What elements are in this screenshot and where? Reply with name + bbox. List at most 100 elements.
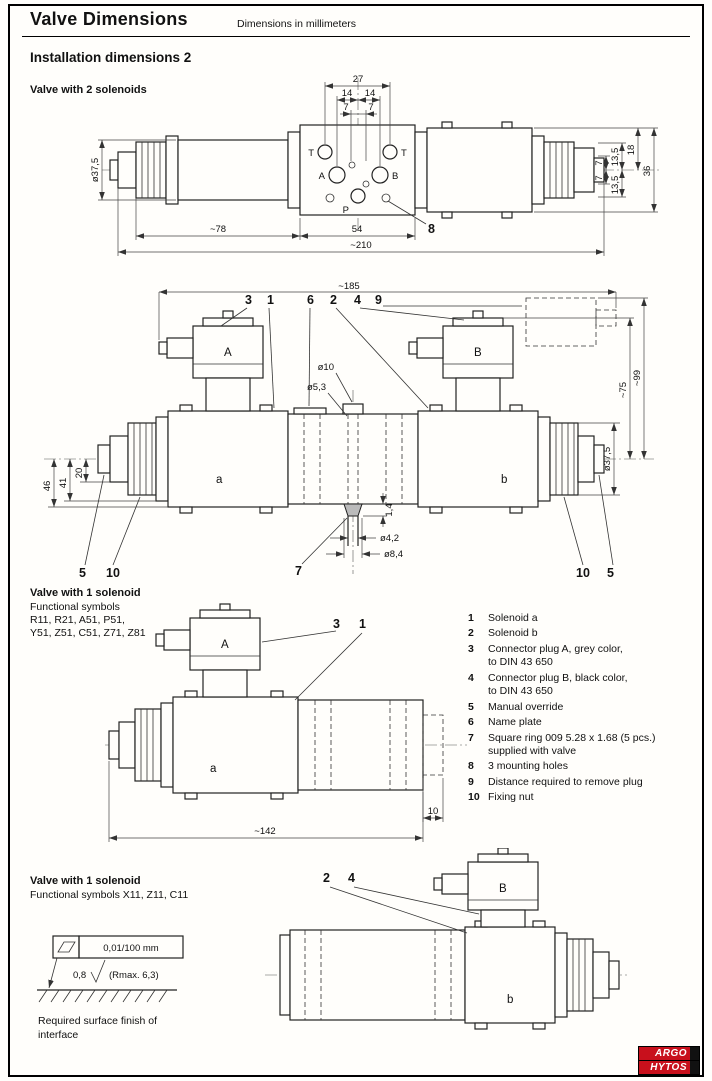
legend-number: 9 bbox=[468, 775, 474, 788]
dim-210: ~210 bbox=[350, 240, 371, 251]
callout-9: 9 bbox=[375, 293, 382, 307]
plug-a-label: A bbox=[224, 347, 232, 359]
dim-14-left: 14 bbox=[342, 88, 353, 99]
legend-text: 3 mounting holes bbox=[488, 760, 568, 773]
drawing3-subcaption: Functional symbols bbox=[30, 601, 120, 613]
solenoid-a-label: a bbox=[210, 763, 217, 775]
manual-override-right bbox=[577, 435, 605, 483]
dim-dia-375: ø37,5 bbox=[90, 158, 101, 182]
legend-number: 4 bbox=[468, 671, 474, 684]
callout-6: 6 bbox=[307, 293, 314, 307]
legend-item-5: 5 Manual override bbox=[468, 701, 700, 714]
surface-finish-diagram: 0,01/100 mm 0,8 (Rmax. 6,3) Required sur… bbox=[37, 935, 184, 1041]
legend-number: 7 bbox=[468, 731, 474, 744]
callouts: 3 1 bbox=[261, 617, 366, 701]
bottom-pin-dimensions: 1,4 ø4,2 ø8,4 bbox=[326, 493, 403, 560]
brand-logo: ARGO HYTOS bbox=[638, 1046, 700, 1075]
dim-7-left: 7 bbox=[343, 102, 348, 113]
legend-text: Solenoid a bbox=[488, 612, 538, 624]
callout-3: 3 bbox=[245, 293, 252, 307]
legend-number: 6 bbox=[468, 716, 474, 729]
dim-185: ~185 bbox=[338, 281, 359, 292]
fixing-nut bbox=[554, 932, 594, 1018]
callouts-top: 3 1 6 2 4 9 bbox=[220, 293, 522, 409]
flatness-symbol-icon bbox=[57, 941, 76, 953]
dim-14-right: 14 bbox=[365, 88, 376, 99]
drawing4-caption: Valve with 1 solenoid bbox=[30, 875, 141, 887]
square-ring-seat bbox=[343, 503, 363, 546]
port-t-right: T bbox=[401, 148, 407, 159]
callout-5-right: 5 bbox=[607, 566, 614, 580]
drawing3-single-solenoid: a A 3 1 10 bbox=[105, 603, 467, 842]
dim-dia10: ø10 bbox=[318, 362, 334, 373]
dim-7-right: 7 bbox=[368, 102, 373, 113]
logo-mark-top bbox=[690, 1047, 699, 1060]
plug-b-label: B bbox=[474, 347, 482, 359]
legend-text: Fixing nut bbox=[488, 791, 534, 804]
roughness-symbol-icon bbox=[90, 959, 106, 983]
dim-142: ~142 bbox=[254, 826, 275, 837]
port-a: A bbox=[319, 171, 326, 182]
dim-99: ~99 bbox=[632, 370, 643, 386]
name-plate bbox=[293, 407, 327, 415]
callout-4: 4 bbox=[354, 293, 361, 307]
left-height-dimensions: 46 41 20 bbox=[42, 459, 168, 508]
dim-7-top-right: 7 bbox=[594, 160, 605, 165]
callout-7: 7 bbox=[295, 564, 302, 578]
valve-body-front bbox=[287, 403, 419, 505]
fixing-nut bbox=[134, 702, 174, 788]
roughness-value: 0,8 bbox=[73, 970, 86, 981]
manual-override bbox=[592, 951, 620, 999]
drawing3-symbols-line2: Y51, Z51, C51, Z71, Z81 bbox=[30, 627, 146, 639]
port-labels: T T A B P bbox=[308, 148, 407, 216]
dim-dia42: ø4,2 bbox=[380, 533, 399, 544]
logo-mark-bottom bbox=[690, 1061, 699, 1074]
solenoid-b-label: b bbox=[507, 994, 513, 1006]
dim-10: 10 bbox=[428, 806, 439, 817]
callouts-bottom: 5 10 7 10 5 bbox=[79, 474, 614, 580]
right-fixing-nut bbox=[531, 135, 605, 205]
fixing-nut-left bbox=[127, 416, 169, 502]
drawing1-caption: Valve with 2 solenoids bbox=[30, 84, 147, 96]
left-solenoid-tube bbox=[177, 131, 301, 209]
legend-text: Connector plug A, grey color, to DIN 43 … bbox=[488, 642, 623, 669]
center-hole-dimensions: ø10 ø5,3 bbox=[307, 362, 353, 417]
dim-14mm: 1,4 bbox=[384, 503, 395, 516]
legend-number: 5 bbox=[468, 700, 474, 713]
logo-hytos-text: HYTOS bbox=[650, 1062, 687, 1073]
section-title: Installation dimensions 2 bbox=[30, 50, 192, 65]
callout-1: 1 bbox=[359, 617, 366, 631]
callout-4: 4 bbox=[348, 871, 355, 885]
dim-36: 36 bbox=[642, 166, 653, 177]
legend-item-7: 7 Square ring 009 5.28 x 1.68 (5 pcs.) su… bbox=[468, 732, 700, 759]
port-b: B bbox=[392, 171, 398, 182]
legend-text: Solenoid b bbox=[488, 627, 538, 640]
hatched-surface bbox=[37, 989, 177, 1003]
dim-41: 41 bbox=[58, 478, 69, 489]
dim-dia375-right: ø37,5 bbox=[602, 447, 613, 471]
dimension-total-width: ~185 bbox=[158, 281, 617, 340]
page-subtitle: Dimensions in millimeters bbox=[237, 18, 357, 30]
manual-override-left bbox=[97, 435, 129, 483]
dim-27: 27 bbox=[353, 74, 364, 85]
solenoid-b-tube: b bbox=[417, 404, 539, 514]
legend-text: Square ring 009 5.28 x 1.68 (5 pcs.) sup… bbox=[488, 731, 656, 757]
dim-54: 54 bbox=[352, 224, 363, 235]
header-divider bbox=[22, 36, 690, 37]
roughness-spec: 0,8 (Rmax. 6,3) bbox=[73, 959, 159, 983]
callout-5-left: 5 bbox=[79, 566, 86, 580]
legend-text: Distance required to remove plug bbox=[488, 775, 643, 788]
solenoid-b-label: b bbox=[501, 474, 507, 486]
connector-plug-b: B bbox=[433, 848, 539, 928]
valve-body-top bbox=[299, 124, 416, 216]
legend-number: 10 bbox=[468, 791, 480, 804]
rmax-value: (Rmax. 6,3) bbox=[109, 970, 159, 981]
legend-text: Manual override bbox=[488, 700, 564, 713]
connector-plug-a: A bbox=[158, 310, 264, 412]
surface-caption-line1: Required surface finish of bbox=[38, 1015, 157, 1027]
